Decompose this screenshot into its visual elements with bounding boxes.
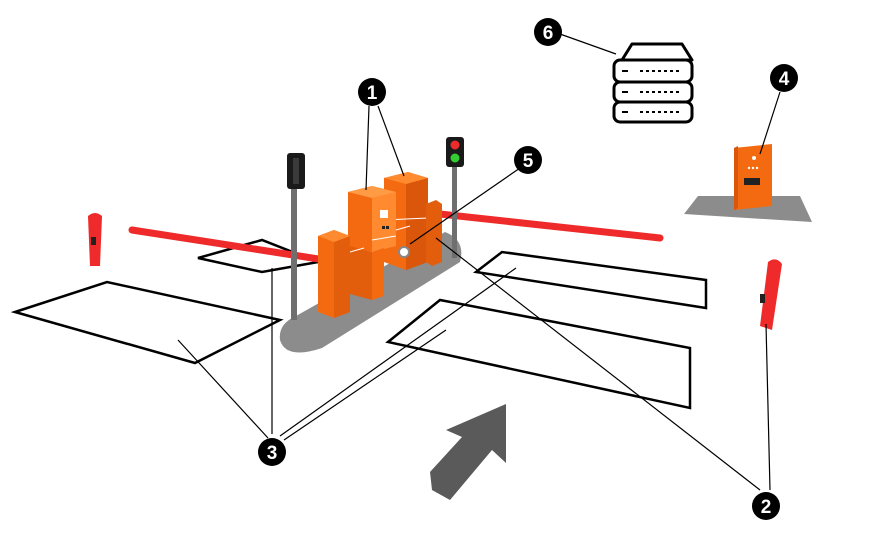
server-rack-icon bbox=[612, 42, 694, 124]
svg-text:5: 5 bbox=[523, 151, 534, 172]
barrier-arms bbox=[128, 210, 664, 266]
callout-5: 5 bbox=[514, 146, 542, 174]
direction-arrow-icon bbox=[430, 404, 506, 500]
callout-1: 1 bbox=[358, 78, 386, 106]
callout-4: 4 bbox=[770, 64, 798, 92]
pay-station bbox=[684, 144, 812, 222]
traffic-light-icon bbox=[446, 137, 464, 258]
svg-text:2: 2 bbox=[761, 497, 772, 518]
loop-detector-front-right bbox=[385, 298, 692, 410]
svg-text:6: 6 bbox=[543, 23, 554, 44]
leader-lines bbox=[177, 33, 781, 491]
barrier-arm-right bbox=[436, 210, 664, 242]
barrier-arm-left bbox=[128, 226, 342, 266]
svg-text:1: 1 bbox=[367, 83, 378, 104]
callout-6: 6 bbox=[534, 18, 562, 46]
callout-2: 2 bbox=[752, 492, 780, 520]
traffic-light-left bbox=[287, 153, 305, 320]
barrier-post-left bbox=[88, 213, 102, 266]
ticket-dispensers bbox=[318, 172, 442, 318]
svg-text:3: 3 bbox=[267, 443, 278, 464]
reader bbox=[398, 246, 410, 258]
callout-3: 3 bbox=[258, 438, 286, 466]
loop-detector-front-left bbox=[10, 280, 284, 365]
loop-detector-back-right bbox=[472, 250, 708, 310]
callouts: 1 2 3 4 5 6 bbox=[258, 18, 798, 520]
svg-text:4: 4 bbox=[779, 69, 790, 90]
barrier-post-right bbox=[760, 259, 782, 330]
